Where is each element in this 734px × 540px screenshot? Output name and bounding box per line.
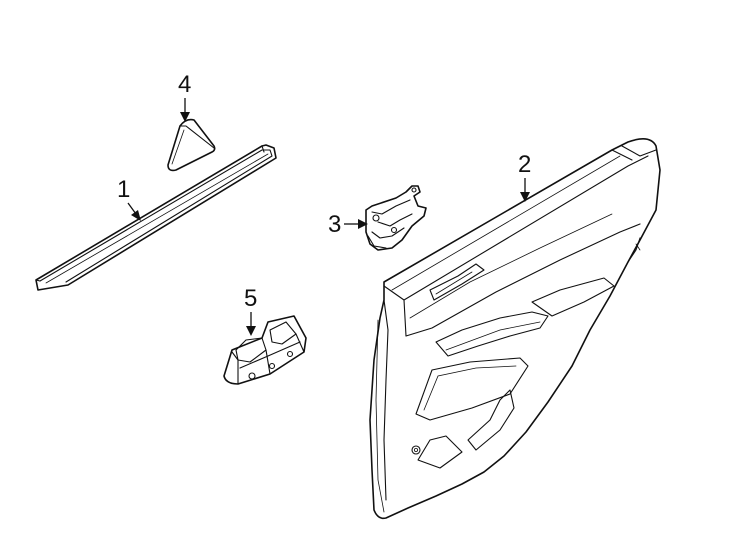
part-3-inside-handle	[365, 185, 427, 251]
callout-2: 2	[518, 151, 531, 202]
part-4-triangle-cover	[167, 118, 216, 172]
callout-1: 1	[117, 176, 141, 221]
part-1-belt-moulding	[35, 144, 277, 291]
callout-label-2: 2	[518, 151, 531, 178]
part-2-door-trim-panel	[369, 138, 661, 520]
callout-label-5: 5	[244, 285, 257, 312]
callout-label-4: 4	[178, 71, 191, 98]
callout-3: 3	[328, 211, 368, 238]
callout-5: 5	[244, 285, 257, 336]
part-5-window-switch	[223, 315, 307, 385]
callout-label-3: 3	[328, 211, 341, 238]
callout-label-1: 1	[117, 176, 130, 203]
callout-4: 4	[178, 71, 191, 122]
